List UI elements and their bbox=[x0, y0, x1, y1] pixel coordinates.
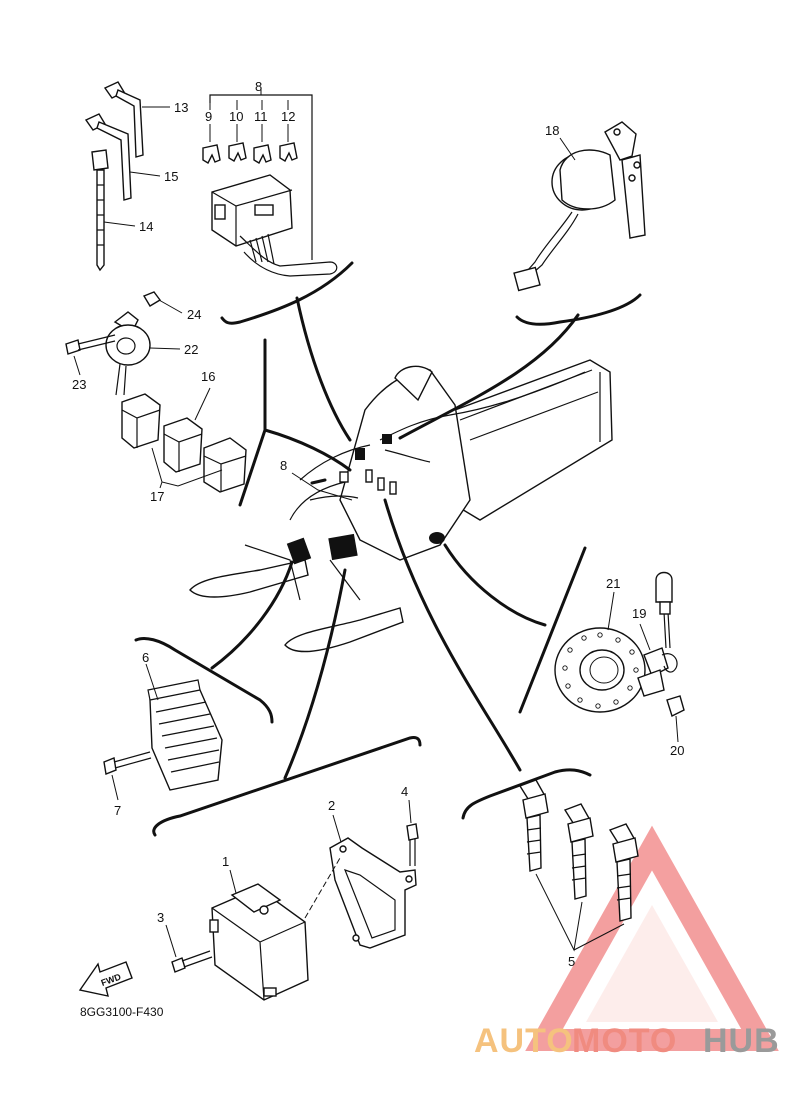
callout-9: 9 bbox=[205, 109, 212, 124]
callout-19: 19 bbox=[632, 606, 646, 621]
watermark-hub: HUB bbox=[703, 1022, 780, 1060]
ecu-unit-1 bbox=[209, 869, 309, 1001]
bolt-23 bbox=[65, 339, 81, 355]
harness-callout-leader bbox=[291, 472, 353, 501]
watermark-triangle-logo bbox=[525, 825, 779, 1051]
callout-13: 13 bbox=[174, 100, 188, 115]
nut-24 bbox=[142, 291, 162, 307]
callout-10: 10 bbox=[229, 109, 243, 124]
snowmobile-body bbox=[189, 359, 613, 653]
bolt-3 bbox=[165, 924, 213, 973]
cable-tie-15 bbox=[84, 113, 132, 201]
callout-leaders-left-top bbox=[103, 106, 170, 227]
callout-22: 22 bbox=[184, 342, 198, 357]
callout-4: 4 bbox=[401, 784, 408, 799]
main-switch-18 bbox=[513, 121, 646, 292]
diagram-code: 8GG3100-F430 bbox=[80, 1005, 164, 1019]
callout-23: 23 bbox=[72, 377, 86, 392]
callout-6: 6 bbox=[142, 650, 149, 665]
bolt-20 bbox=[666, 695, 685, 717]
bolt-7 bbox=[103, 757, 117, 775]
callout-24: 24 bbox=[187, 307, 201, 322]
rectifier-regulator-6 bbox=[103, 663, 223, 801]
callout-8-top: 8 bbox=[255, 79, 262, 94]
callout-21: 21 bbox=[606, 576, 620, 591]
watermark-text: AUTO MOTO HUB bbox=[474, 1022, 780, 1060]
callout-18: 18 bbox=[545, 123, 559, 138]
sensor-22 bbox=[65, 291, 183, 396]
callout-14: 14 bbox=[139, 219, 153, 234]
callout-11: 11 bbox=[254, 109, 268, 124]
watermark-auto: AUTO bbox=[474, 1022, 574, 1060]
fuse-9 bbox=[202, 144, 221, 164]
callout-5: 5 bbox=[568, 954, 575, 969]
callout-17: 17 bbox=[150, 489, 164, 504]
watermark-moto: MOTO bbox=[572, 1022, 677, 1060]
fwd-arrow-icon: FWD bbox=[78, 961, 133, 997]
callout-7: 7 bbox=[114, 803, 121, 818]
relays-16-17 bbox=[121, 387, 247, 493]
ignition-coils-5 bbox=[518, 779, 639, 952]
callout-numbers: 13 15 14 8 9 10 11 12 18 24 22 23 16 17 … bbox=[72, 79, 684, 969]
callout-16: 16 bbox=[201, 369, 215, 384]
fuse-10 bbox=[228, 142, 247, 162]
fuse-box-assembly bbox=[202, 88, 338, 277]
callout-15: 15 bbox=[164, 169, 178, 184]
fuse-11 bbox=[253, 144, 272, 164]
leader-lines bbox=[210, 296, 580, 780]
fuse-12 bbox=[279, 142, 298, 162]
bolt-4 bbox=[406, 799, 419, 866]
callout-8-mid: 8 bbox=[280, 458, 287, 473]
callout-12: 12 bbox=[281, 109, 295, 124]
bracket-2 bbox=[304, 814, 417, 949]
callout-1: 1 bbox=[222, 854, 229, 869]
callout-3: 3 bbox=[157, 910, 164, 925]
cable-tie-14 bbox=[91, 149, 109, 272]
pickup-coil-rotor bbox=[554, 571, 685, 743]
group-brackets bbox=[134, 261, 642, 837]
callout-2: 2 bbox=[328, 798, 335, 813]
callout-20: 20 bbox=[670, 743, 684, 758]
cable-tie-13 bbox=[103, 81, 144, 158]
